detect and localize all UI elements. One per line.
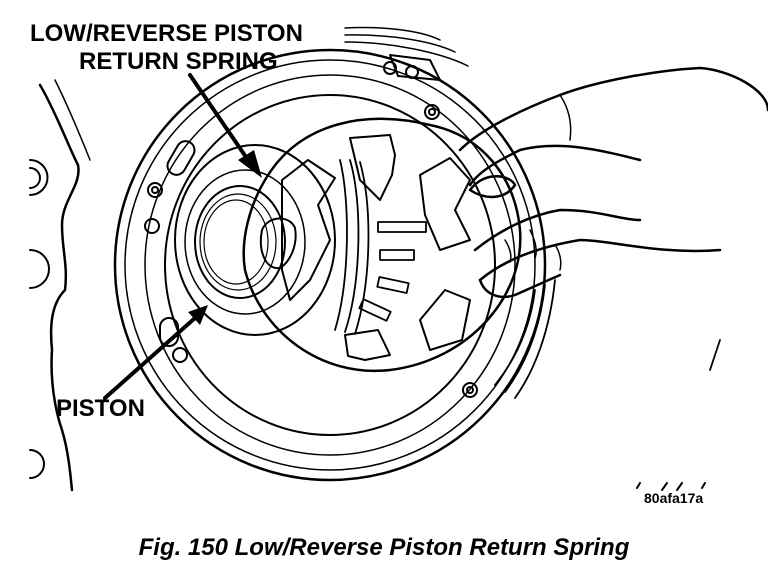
hatch-marks: [636, 482, 706, 491]
housing-right-lines: [494, 279, 721, 399]
case-inner-edge: [54, 79, 91, 161]
piston-arrowhead: [188, 305, 208, 325]
return-spring-callout-line1: LOW/REVERSE PISTON: [30, 20, 303, 47]
bolt-bosses: [29, 159, 50, 479]
callout-arrows: [103, 73, 262, 400]
return-spring-leader: [188, 73, 250, 162]
piston-callout: PISTON: [56, 395, 145, 422]
piston-leader: [103, 316, 197, 400]
return-spring-arrowhead: [238, 150, 262, 178]
return-spring-callout-line2: RETURN SPRING: [79, 48, 278, 75]
case-outline: [38, 83, 80, 492]
hand: [458, 66, 768, 299]
housing-top-lines: [344, 26, 469, 67]
housing-holes: [144, 61, 478, 398]
return-spring-plate: [242, 117, 522, 373]
housing-rings: [113, 48, 547, 482]
figure-identifier: 80afa17a: [644, 490, 704, 506]
piston: [174, 144, 336, 336]
figure-caption: Fig. 150 Low/Reverse Piston Return Sprin…: [138, 534, 630, 561]
spring-fingers: [334, 159, 427, 335]
